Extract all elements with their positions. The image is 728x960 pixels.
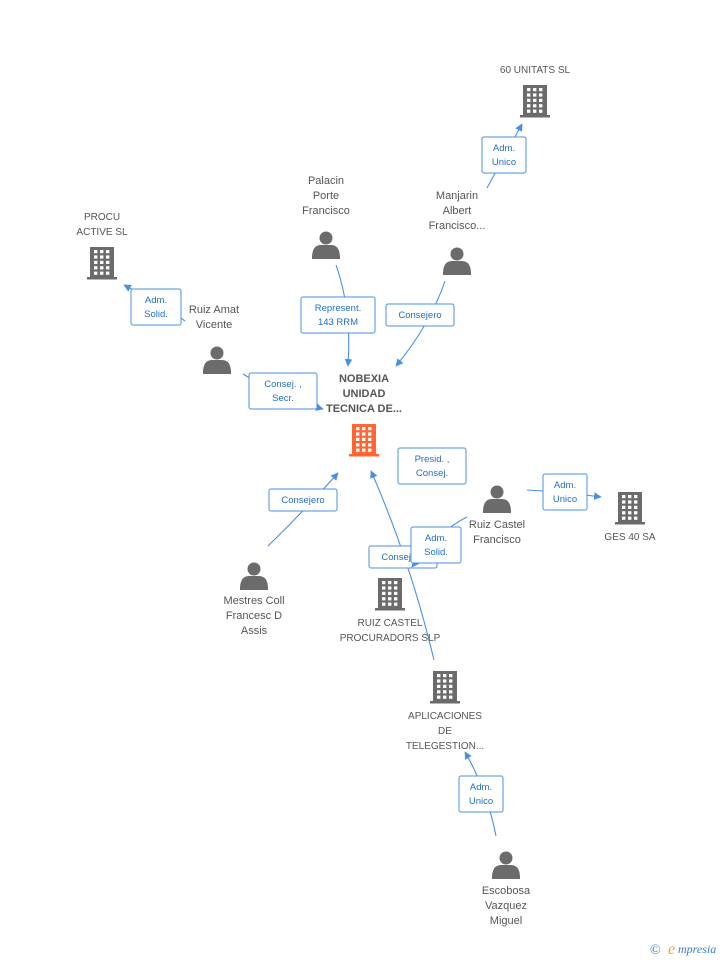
edge-label-box[interactable]: [481, 136, 527, 174]
building-icon: [430, 671, 460, 704]
node-label: GES 40 SA: [604, 532, 655, 543]
node-label: Francisco: [302, 205, 350, 217]
edge-label-text: Unico: [492, 157, 516, 168]
node-label: Escobosa: [482, 885, 531, 897]
edge-label-text: Consej.: [416, 468, 448, 479]
person-icon: [203, 346, 231, 374]
node-label: Palacin: [308, 175, 344, 187]
edge-aplicaciones-to-nobexia: Consejero: [368, 470, 438, 661]
edge-label-text: Solid.: [144, 309, 168, 320]
node-ges40[interactable]: GES 40 SA: [604, 492, 656, 543]
node-nobexia[interactable]: NOBEXIA UNIDAD TECNICA DE...: [326, 373, 402, 457]
node-label: Assis: [241, 625, 268, 637]
node-label: APLICACIONES: [408, 711, 482, 722]
edge-label-box[interactable]: [248, 372, 318, 410]
node-label: Francisco: [473, 534, 521, 546]
edge-palacin-to-nobexia: Represent. 143 RRM: [300, 264, 376, 367]
node-label: TECNICA DE...: [326, 403, 402, 415]
edge-ruizcastel-to-nobexia: Presid. , Consej.: [397, 447, 467, 485]
node-label: Vicente: [196, 319, 233, 331]
edge-label-text: Represent.: [315, 303, 361, 314]
node-procu[interactable]: PROCU ACTIVE SL: [76, 212, 128, 280]
node-label: 60 UNITATS SL: [500, 65, 571, 76]
node-label: Porte: [313, 190, 339, 202]
node-manjarin[interactable]: ManjarinAlbertFrancisco...: [429, 190, 486, 275]
edge-label-box[interactable]: [300, 296, 376, 334]
edge-label-text: Adm.: [493, 143, 515, 154]
node-label: Ruiz Castel: [469, 519, 525, 531]
node-label: Albert: [443, 205, 472, 217]
person-icon: [240, 562, 268, 590]
copyright-symbol: ©: [650, 943, 661, 958]
node-label: ACTIVE SL: [76, 227, 128, 238]
node-ruizcastelprocs[interactable]: RUIZ CASTEL PROCURADORS SLP: [340, 578, 441, 644]
edge-label-text: Adm.: [145, 295, 167, 306]
edge-escobosa-to-aplicaciones: Adm. Unico: [458, 751, 504, 837]
edge-manjarin-to-unitats: Adm. Unico: [481, 123, 527, 189]
node-label: Vazquez: [485, 900, 527, 912]
building-icon: [615, 492, 645, 525]
person-icon: [312, 231, 340, 259]
node-label: Mestres Coll: [223, 595, 284, 607]
edge-label-text: Consejero: [398, 310, 441, 321]
edge-label-box[interactable]: [410, 526, 462, 564]
node-aplicaciones[interactable]: APLICACIONES DE TELEGESTION...: [406, 671, 484, 752]
edge-label-text: Adm.: [425, 533, 447, 544]
node-label: PROCU: [84, 212, 120, 223]
edge-label-box[interactable]: [542, 473, 588, 511]
node-unitats[interactable]: 60 UNITATS SL: [500, 65, 571, 118]
node-label: Francisco...: [429, 220, 486, 232]
node-label: Miguel: [490, 915, 522, 927]
building-icon: [520, 85, 550, 118]
node-label: Francesc D: [226, 610, 282, 622]
edge-label-box[interactable]: [268, 488, 338, 512]
edge-ruizamat-to-nobexia: Consej. , Secr.: [242, 372, 324, 411]
edge-ruizcastel-to-ruizcastelprocs: Adm. Solid.: [410, 516, 468, 568]
edge-label-text: Unico: [469, 796, 493, 807]
node-label: Ruiz Amat: [189, 304, 239, 316]
building-icon: [349, 424, 379, 457]
edge-label-box[interactable]: [385, 303, 455, 327]
edge-label-text: Solid.: [424, 547, 448, 558]
edge-label-text: Consejero: [281, 495, 324, 506]
edge-label-text: Secr.: [272, 393, 294, 404]
edge-manjarin-to-nobexia: Consejero: [385, 280, 455, 367]
node-label: NOBEXIA: [339, 373, 389, 385]
edge-label-box[interactable]: [458, 775, 504, 813]
building-icon: [87, 247, 117, 280]
person-icon: [443, 247, 471, 275]
person-icon: [492, 851, 520, 879]
edge-label-text: Adm.: [554, 480, 576, 491]
nodes-layer: NOBEXIA UNIDAD TECNICA DE... 60 UNITATS SL P…: [76, 65, 655, 927]
building-icon: [375, 578, 405, 611]
person-icon: [483, 485, 511, 513]
edge-mestres-to-nobexia: Consejero: [267, 472, 339, 547]
edge-label-box[interactable]: [397, 447, 467, 485]
edge-label-text: Consejero: [381, 552, 424, 563]
node-label: UNIDAD: [343, 388, 386, 400]
edge-label-text: Consej. ,: [264, 379, 302, 390]
node-label: RUIZ CASTEL: [357, 618, 422, 629]
edge-label-text: Presid. ,: [415, 454, 450, 465]
empresia-logo: © e mpresia: [650, 941, 716, 958]
brand-name: mpresia: [678, 942, 716, 956]
brand-initial: e: [668, 941, 675, 958]
edge-label-text: 143 RRM: [318, 317, 358, 328]
node-label: PROCURADORS SLP: [340, 633, 441, 644]
node-label: Manjarin: [436, 190, 478, 202]
node-label: TELEGESTION...: [406, 741, 484, 752]
edge-label-text: Adm.: [470, 782, 492, 793]
edge-label-text: Unico: [553, 494, 577, 505]
edge-ruizamat-to-procu: Adm. Solid.: [123, 284, 186, 326]
edge-ruizcastel-to-ges40: Adm. Unico: [526, 473, 602, 511]
node-label: DE: [438, 726, 452, 737]
edge-label-box[interactable]: [130, 288, 182, 326]
